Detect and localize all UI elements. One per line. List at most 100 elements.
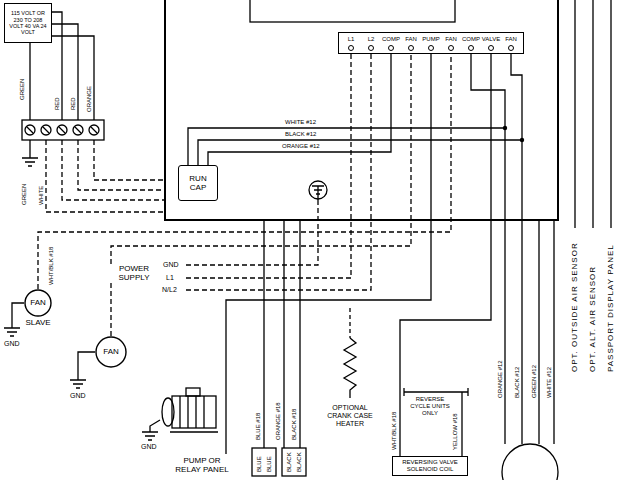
heater-lead xyxy=(349,308,350,338)
wire-label: GREEN xyxy=(21,184,27,205)
terminal-column: L2 xyxy=(361,35,381,51)
sensor-wire xyxy=(575,0,611,228)
terminal-column: L1 xyxy=(341,35,361,51)
wire-label: PASSPORT DISPLAY PANEL xyxy=(607,244,615,372)
terminal-screw xyxy=(408,45,414,51)
wire-label: ORANGE #18 xyxy=(275,402,281,440)
terminal-screw xyxy=(488,45,494,51)
wire-label: RED xyxy=(70,97,76,110)
wire-label: WHITE #12 xyxy=(546,367,552,398)
transformer-rating: 115 VOLT OR 230 TO 208 VOLT 40 VA 24 VOL… xyxy=(7,10,49,35)
pump-motor xyxy=(172,396,216,428)
ground-symbol xyxy=(4,303,24,336)
wire-label: BLACK xyxy=(296,452,302,472)
terminal-name: COMP xyxy=(462,35,480,43)
component-name: REVERSING VALVE SOLENOID COIL xyxy=(395,459,465,473)
callout-label: N/L2 xyxy=(162,286,177,293)
wire-label: GREEN #12 xyxy=(531,365,537,398)
wire-label: GREEN xyxy=(19,79,25,100)
reverse-cycle-bracket xyxy=(404,388,468,456)
component-name: PUMP OR RELAY PANEL xyxy=(174,456,230,474)
callout-label: GND xyxy=(141,443,157,450)
wire-label: ORANGE #12 xyxy=(497,360,503,398)
component-name: RUN CAP xyxy=(181,174,215,192)
terminal-name: PUMP xyxy=(422,35,439,43)
callout-label: OPTIONAL CRANK CASE HEATER xyxy=(321,404,379,428)
wire-label: WHITE xyxy=(38,186,44,205)
terminal-name: FAN xyxy=(505,35,517,43)
callout-label: POWER SUPPLY xyxy=(110,264,158,282)
wire-connector xyxy=(252,448,276,476)
wire-connector xyxy=(400,54,491,456)
control-board-outline xyxy=(165,0,558,220)
ground-symbol xyxy=(142,420,160,440)
component-name: FAN xyxy=(20,289,56,317)
compressor-symbol xyxy=(502,444,558,480)
junction-dot xyxy=(520,138,524,142)
junction-dot xyxy=(503,126,507,130)
transformer-box: 115 VOLT OR 230 TO 208 VOLT 40 VA 24 VOL… xyxy=(4,3,52,43)
wire-connector xyxy=(208,54,391,165)
callout-label: L1 xyxy=(166,274,174,281)
terminal-screw xyxy=(448,45,454,51)
fan-motor-circle: FAN xyxy=(94,336,128,368)
wire-label: OPT. OUTSIDE AIR SENSOR xyxy=(571,242,579,372)
wire-label: ORANGE xyxy=(86,86,92,112)
component-name: FAN xyxy=(94,336,128,368)
wire-label: BLACK #18 xyxy=(291,409,297,440)
wire-label: RED xyxy=(54,97,60,110)
terminal-column: COMP xyxy=(381,35,401,51)
terminal-column: PUMP xyxy=(421,35,441,51)
wire-label: YELLOW #18 xyxy=(452,413,458,450)
run-cap-wire xyxy=(188,128,522,165)
low-voltage-wire xyxy=(46,140,165,212)
callout-label: BLACK #12 xyxy=(285,131,316,137)
pump-ribs xyxy=(170,396,218,432)
callout-label: WHITE #12 xyxy=(285,119,316,125)
terminal-screw xyxy=(468,45,474,51)
ground-symbol xyxy=(22,140,38,166)
run-capacitor: RUN CAP xyxy=(178,165,218,201)
terminal-block xyxy=(22,120,104,140)
wire-label: BLUE #18 xyxy=(255,413,261,440)
terminal-screw xyxy=(348,45,354,51)
callout-label: GND xyxy=(163,261,179,268)
ground-symbol xyxy=(70,352,95,388)
board-inner-panel xyxy=(250,0,455,22)
wire-connector xyxy=(282,448,306,476)
wire-label: BLUE xyxy=(256,456,262,472)
wire-label: WHT/BLK #18 xyxy=(391,412,397,450)
terminal-name: VALVE xyxy=(482,35,500,43)
wire-connector xyxy=(38,54,451,289)
terminal-name: FAN xyxy=(445,35,457,43)
solenoid-coil-box: REVERSING VALVE SOLENOID COIL xyxy=(392,456,468,476)
terminal-column: FAN xyxy=(501,35,521,51)
terminal-name: COMP xyxy=(382,35,400,43)
terminal-strip: L1L2COMPFANPUMPFANCOMPVALVEFAN xyxy=(338,32,524,54)
ground-symbol xyxy=(312,186,324,200)
callout-label: GND xyxy=(4,340,20,347)
terminal-name: L1 xyxy=(348,35,355,43)
pump-junction-box xyxy=(186,388,200,396)
terminal-name: FAN xyxy=(405,35,417,43)
wire-label: WHT/BLK #18 xyxy=(48,247,54,285)
callout-label: REVERSE CYCLE UNITS ONLY xyxy=(410,396,450,417)
terminal-name: L2 xyxy=(368,35,375,43)
callout-label: GND xyxy=(70,392,86,399)
terminal-column: COMP xyxy=(461,35,481,51)
callout-label: ORANGE #12 xyxy=(282,143,320,149)
pump-label-box: PUMP OR RELAY PANEL xyxy=(172,454,232,476)
fan-motor-circle: FANSLAVE xyxy=(20,289,56,328)
terminal-screw xyxy=(368,45,374,51)
crank-case-heater-coil xyxy=(344,338,356,398)
board-ground-ring xyxy=(309,181,327,199)
wire-label: BLACK #12 xyxy=(514,367,520,398)
wire-label: OPT. ALT. AIR SENSOR xyxy=(589,266,597,372)
terminal-screw-group xyxy=(25,125,99,135)
terminal-column: VALVE xyxy=(481,35,501,51)
compressor-wire xyxy=(471,54,554,444)
terminal-column: FAN xyxy=(441,35,461,51)
